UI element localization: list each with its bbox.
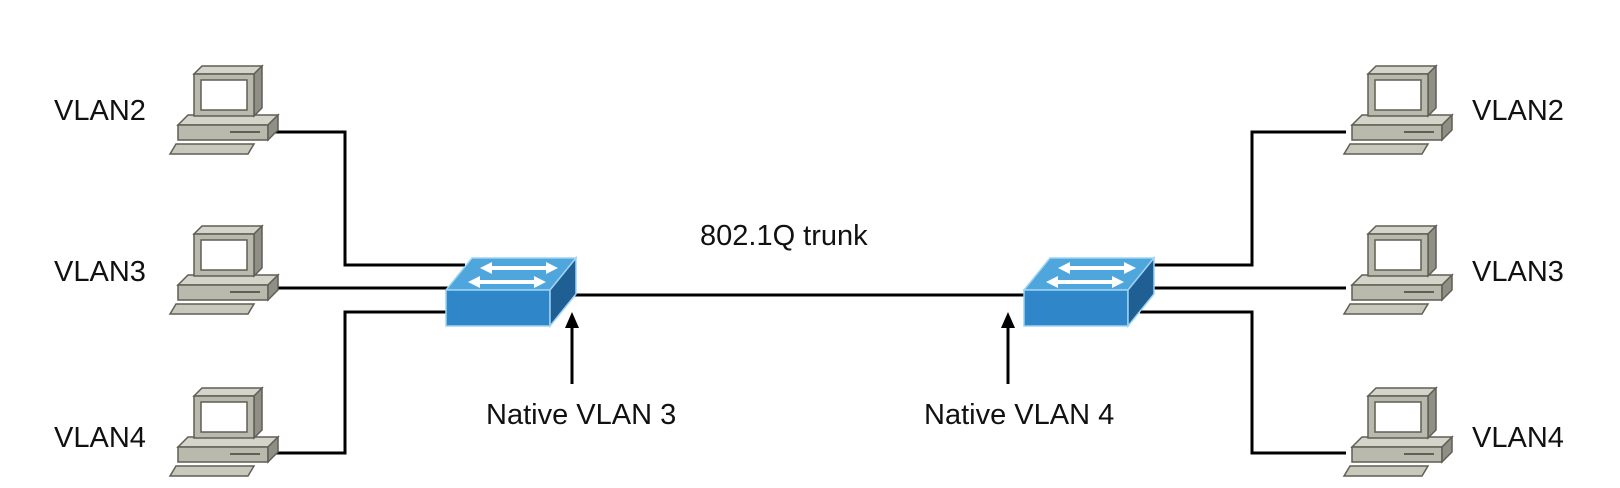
cable-left-vlan2 <box>262 130 465 267</box>
workstation-icon <box>1343 387 1453 477</box>
arrow-up-icon <box>565 312 579 384</box>
arrow-up-icon <box>1001 312 1015 384</box>
workstation-icon <box>169 225 279 315</box>
switch-icon <box>1023 257 1155 327</box>
trunk-label: 802.1Q trunk <box>700 220 868 252</box>
native-vlan-left-label: Native VLAN 3 <box>486 399 677 431</box>
workstation-icon <box>1343 65 1453 155</box>
right-host-label-vlan4: VLAN4 <box>1472 422 1564 454</box>
cable-right-vlan2 <box>1150 130 1346 267</box>
right-host-label-vlan2: VLAN2 <box>1472 95 1564 127</box>
cable-right-vlan4 <box>1140 310 1346 455</box>
cable-left-vlan4 <box>262 310 448 455</box>
left-host-label-vlan4: VLAN4 <box>54 422 146 454</box>
right-cables <box>1140 130 1346 455</box>
left-host-label-vlan2: VLAN2 <box>54 95 146 127</box>
left-cables <box>262 130 465 455</box>
right-host-label-vlan3: VLAN3 <box>1472 256 1564 288</box>
workstation-icon <box>169 65 279 155</box>
workstation-icon <box>169 387 279 477</box>
native-vlan-right-label: Native VLAN 4 <box>924 399 1115 431</box>
switch-icon <box>445 257 577 327</box>
left-host-label-vlan3: VLAN3 <box>54 256 146 288</box>
workstation-icon <box>1343 225 1453 315</box>
